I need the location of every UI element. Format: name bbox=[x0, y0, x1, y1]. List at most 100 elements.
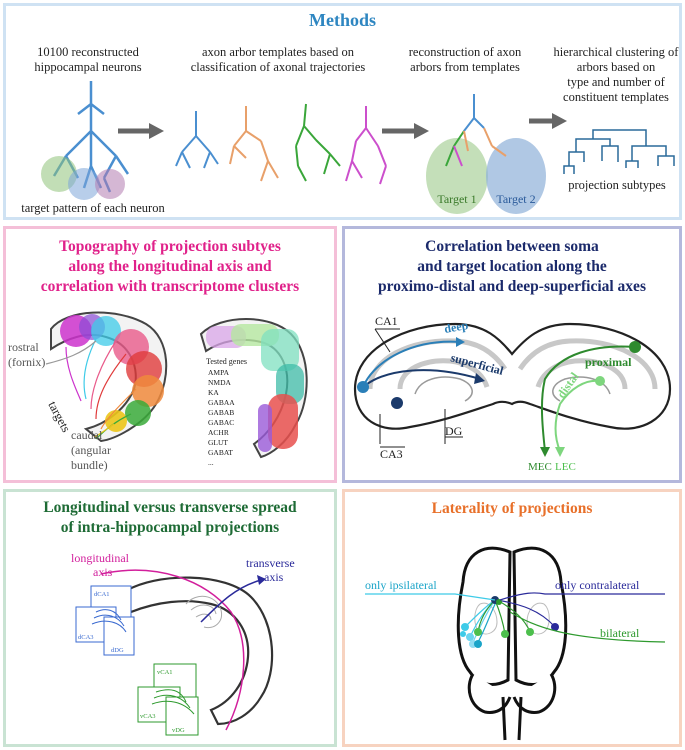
proximal-label: proximal bbox=[585, 355, 632, 369]
ventral-boxes bbox=[137, 663, 199, 736]
gene-item: GLUT bbox=[208, 438, 228, 447]
transverse-label-line2: axis bbox=[264, 570, 284, 584]
targets-label: targets bbox=[45, 399, 73, 435]
correlation-title-line1: Correlation between soma bbox=[425, 238, 599, 255]
spread-hippocampus-outline bbox=[122, 576, 274, 726]
methods-diagram: 10100 reconstructed hippocampal neurons … bbox=[21, 45, 679, 215]
topography-title-line1: Topography of projection subtyes bbox=[59, 238, 281, 255]
reconstructed-arbor bbox=[445, 94, 507, 167]
ipsi-leader bbox=[365, 593, 496, 601]
soma-distal-dot bbox=[595, 376, 605, 386]
gene-item: AMPA bbox=[208, 368, 230, 377]
cluster-red bbox=[268, 394, 298, 449]
topography-diagram: rostral (fornix) targets caudal (angular… bbox=[8, 311, 308, 472]
correlation-panel: Correlation between soma and target loca… bbox=[342, 226, 682, 483]
rostral-label-line2: (fornix) bbox=[8, 355, 45, 369]
template-green bbox=[295, 103, 341, 182]
contra-label: only contralateral bbox=[555, 578, 640, 592]
step4-label-line3: type and number of bbox=[567, 75, 665, 89]
correlation-title: Correlation between soma and target loca… bbox=[345, 237, 679, 297]
caudal-label-line2: (angular bbox=[71, 443, 111, 457]
dca1-label: dCA1 bbox=[94, 591, 110, 598]
soma-proximal-dot bbox=[629, 341, 641, 353]
gene-item: ACHR bbox=[208, 428, 229, 437]
cluster-aqua bbox=[261, 329, 299, 371]
lec-label: LEC bbox=[555, 461, 576, 473]
deep-label: deep bbox=[443, 318, 469, 336]
caudal-label-line1: caudal bbox=[71, 428, 103, 442]
soma-deep-dot bbox=[357, 381, 369, 393]
tested-genes-title: Tested genes bbox=[206, 357, 247, 366]
target-2-label: Target 2 bbox=[496, 192, 535, 206]
caudal-label-line3: bundle) bbox=[71, 458, 108, 472]
topography-title-line3: correlation with transcriptome clusters bbox=[40, 278, 300, 295]
correlation-diagram: deep superficial proximal distal CA1 CA3… bbox=[353, 314, 672, 473]
template-magenta bbox=[345, 106, 387, 185]
step4-label-line2: arbors based on bbox=[577, 60, 656, 74]
laterality-title: Laterality of projections bbox=[431, 500, 593, 517]
deep-arrow bbox=[362, 340, 461, 388]
methods-panel: Methods 10100 reconstructed hippocampal … bbox=[3, 3, 682, 220]
target-1-label: Target 1 bbox=[437, 192, 476, 206]
step2-label-line1: axon arbor templates based on bbox=[202, 45, 355, 59]
transverse-label-line1: transverse bbox=[246, 556, 295, 570]
vdg-label: vDG bbox=[172, 727, 185, 734]
gene-item: KA bbox=[208, 388, 219, 397]
target-circle-green bbox=[41, 156, 77, 192]
gene-item: ... bbox=[208, 458, 214, 467]
dendrogram bbox=[563, 129, 675, 174]
subtype-orange bbox=[132, 375, 164, 407]
superficial-arrow bbox=[362, 369, 481, 388]
step3-label-line1: reconstruction of axon bbox=[409, 45, 522, 59]
cluster-violet2 bbox=[258, 404, 272, 452]
spread-panel: Longitudinal versus transverse spread of… bbox=[3, 489, 337, 747]
ca3-label: CA3 bbox=[380, 447, 403, 461]
gene-item: GABAA bbox=[208, 398, 235, 407]
transverse-slice-lines bbox=[185, 595, 223, 629]
dorsal-boxes bbox=[75, 585, 135, 656]
spread-diagram: longitudinal axis transverse axis dCA1 d… bbox=[71, 551, 295, 736]
step3-label-line2: arbors from templates bbox=[410, 60, 520, 74]
topography-panel: Topography of projection subtyes along t… bbox=[3, 226, 337, 483]
transverse-axis-line bbox=[200, 579, 262, 623]
ca1-label: CA1 bbox=[375, 314, 398, 328]
dg-label: DG bbox=[445, 424, 463, 438]
soma-ca3-dot bbox=[391, 397, 403, 409]
template-orange bbox=[229, 106, 279, 182]
methods-title: Methods bbox=[309, 10, 376, 30]
contra-leader bbox=[499, 592, 665, 601]
target-dots bbox=[460, 596, 559, 648]
target-circle-blue bbox=[68, 168, 100, 200]
spread-title-line2: of intra-hippocampal projections bbox=[60, 519, 280, 536]
subtype-green bbox=[125, 400, 151, 426]
topography-title: Topography of projection subtyes along t… bbox=[6, 237, 334, 297]
proximal-fibre bbox=[540, 345, 636, 452]
step4-label-line4: constituent templates bbox=[563, 90, 669, 104]
vca3-label: vCA3 bbox=[140, 713, 156, 720]
gene-item: GABAB bbox=[208, 408, 234, 417]
bilateral-label: bilateral bbox=[600, 626, 640, 640]
longitudinal-label-line1: longitudinal bbox=[71, 551, 130, 565]
step2-label-line2: classification of axonal trajectories bbox=[191, 60, 366, 74]
step1-label-line2: hippocampal neurons bbox=[34, 60, 141, 74]
ipsi-label: only ipsilateral bbox=[365, 578, 437, 592]
rostral-label-line1: rostral bbox=[8, 340, 39, 354]
template-blue bbox=[175, 111, 219, 169]
step4-label-line1: hierarchical clustering of bbox=[554, 45, 679, 59]
brain-outline bbox=[456, 546, 568, 741]
distal-fibre bbox=[554, 379, 601, 452]
ddg-label: dDG bbox=[111, 647, 124, 654]
target-2-ellipse bbox=[486, 138, 546, 214]
step1-label-line1: 10100 reconstructed bbox=[37, 45, 139, 59]
target-circle-purple bbox=[95, 169, 125, 199]
topography-title-line2: along the longitudinal axis and bbox=[68, 258, 272, 275]
gene-item: NMDA bbox=[208, 378, 232, 387]
gene-item: GABAC bbox=[208, 418, 234, 427]
longitudinal-axis-line bbox=[100, 569, 245, 731]
gene-item: GABAT bbox=[208, 448, 233, 457]
laterality-diagram: only ipsilateral only contralateral bila… bbox=[365, 546, 666, 741]
vca1-label: vCA1 bbox=[157, 669, 173, 676]
gene-list: AMPA NMDA KA GABAA GABAB GABAC ACHR GLUT… bbox=[208, 368, 235, 467]
mec-label: MEC bbox=[528, 461, 552, 473]
projection-fibres bbox=[45, 338, 137, 440]
